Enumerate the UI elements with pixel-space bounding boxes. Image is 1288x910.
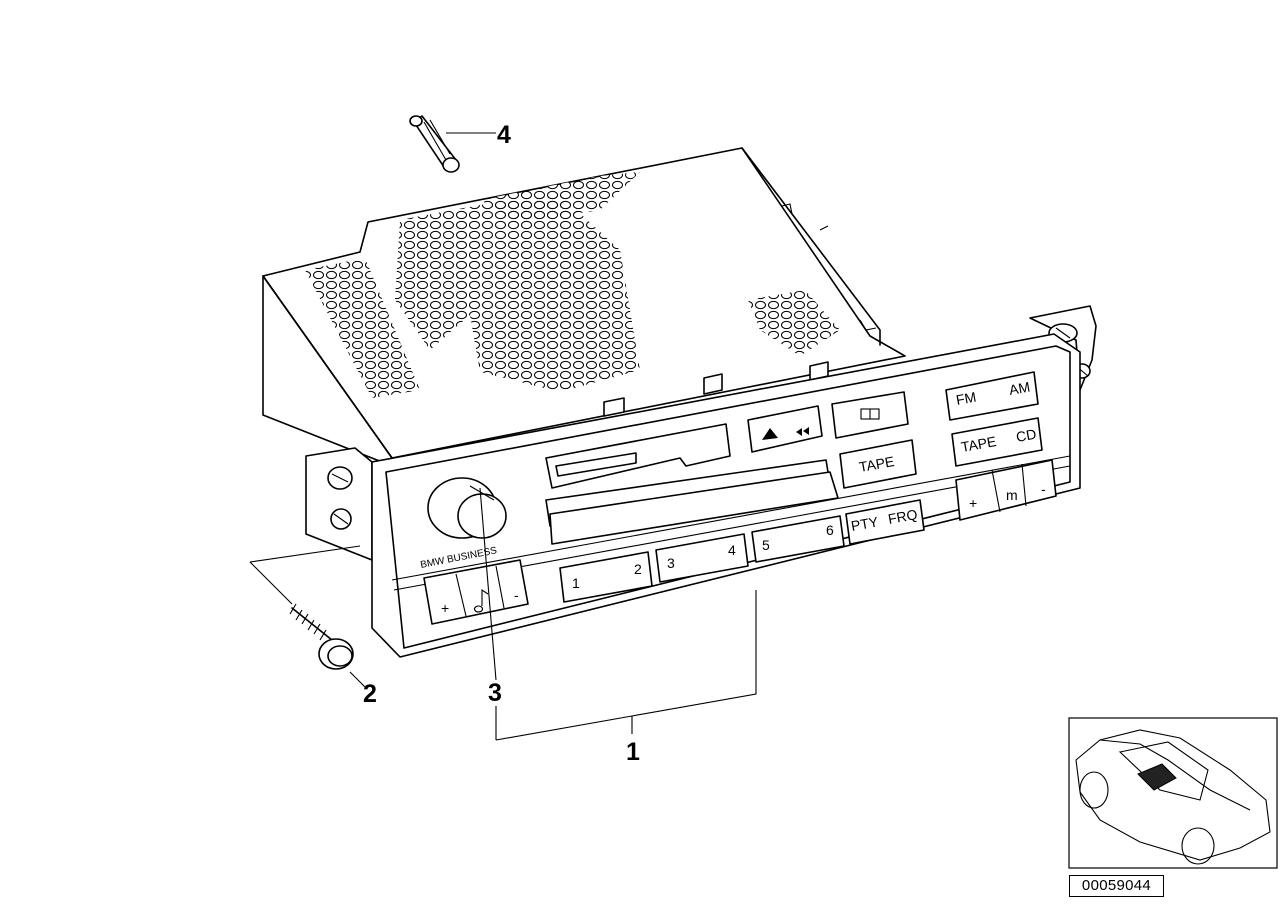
tune-plus-label: + [969, 495, 977, 511]
preset-2-label: 2 [634, 561, 642, 577]
preset-3-label: 3 [667, 555, 675, 571]
preset-1-label: 1 [572, 575, 580, 591]
callout-2: 2 [363, 680, 377, 708]
tape-button-label: TAPE [858, 453, 896, 475]
preset-5-label: 5 [762, 537, 770, 553]
callout-4: 4 [497, 121, 511, 149]
pty-frq-button[interactable]: PTY FRQ [845, 499, 925, 545]
pty-label: PTY [850, 513, 880, 534]
fm-am-button[interactable]: FM AM [945, 371, 1039, 421]
eject-icon [762, 428, 778, 440]
volume-rocker[interactable]: + - [423, 559, 529, 625]
tape-cd-button[interactable]: TAPE CD [951, 417, 1043, 467]
document-id: 00059044 [1069, 875, 1164, 897]
am-label: AM [1008, 379, 1031, 398]
cassette-slot-area [545, 423, 839, 545]
car-location-inset [1068, 717, 1278, 869]
preset-6-label: 6 [826, 522, 834, 538]
radio-location-marker [1137, 763, 1177, 791]
preset-button-1-2[interactable]: 1 2 [559, 551, 653, 603]
fast-forward-icon [796, 427, 809, 436]
tuning-rocker[interactable]: + m - [955, 459, 1057, 521]
screw-part [289, 603, 354, 670]
vent-holes-left [305, 258, 420, 398]
vol-minus-label: - [514, 587, 519, 603]
tape-button[interactable]: TAPE [839, 439, 917, 489]
dolby-button[interactable] [831, 391, 909, 439]
preset-button-5-6[interactable]: 5 6 [751, 515, 845, 563]
vent-holes-center [395, 195, 640, 392]
vent-holes-top [480, 172, 640, 222]
cd-label: CD [1015, 426, 1038, 445]
left-mounting-bracket [305, 447, 373, 561]
callout-3: 3 [488, 679, 502, 707]
tape-mode-label: TAPE [960, 433, 998, 455]
fm-label: FM [955, 389, 978, 408]
knob-pin-part [409, 115, 460, 173]
preset-button-3-4[interactable]: 3 4 [655, 533, 749, 583]
radio-housing [262, 147, 906, 467]
vent-holes-right [748, 290, 840, 356]
eject-ff-button[interactable] [747, 405, 823, 453]
music-note-icon [474, 588, 489, 613]
callout-1: 1 [626, 738, 640, 766]
frq-label: FRQ [887, 506, 919, 527]
preset-4-label: 4 [728, 542, 736, 558]
leader-lines [249, 132, 757, 741]
tune-m-label: m [1006, 487, 1018, 503]
vol-plus-label: + [441, 600, 449, 616]
tune-minus-label: - [1041, 481, 1046, 497]
